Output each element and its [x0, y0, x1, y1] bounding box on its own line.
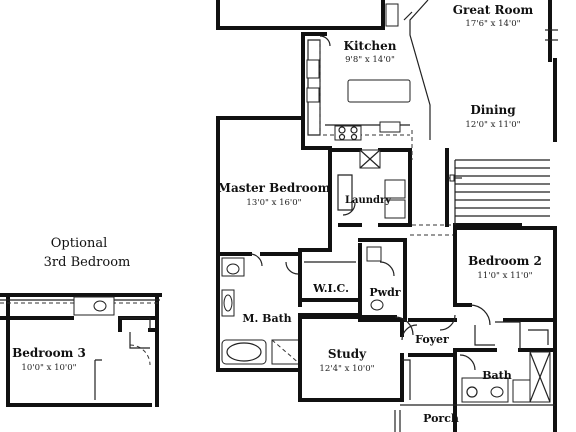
dining-dim: 12'0" x 11'0" [465, 120, 520, 130]
powder-room-area [358, 238, 407, 322]
bedroom2-area [453, 226, 557, 432]
foyer-label: Foyer [415, 333, 449, 346]
study-foyer-area [298, 314, 555, 432]
bath-label: Bath [482, 369, 512, 382]
bedroom3-dim: 10'0" x 10'0" [21, 363, 76, 373]
bedroom2-dim: 11'0" x 11'0" [477, 271, 532, 281]
kitchen-dim: 9'8" x 14'0" [345, 55, 395, 65]
optional-label-line1: Optional [51, 236, 107, 251]
bedroom3-label: Bedroom 3 [12, 346, 86, 360]
study-label: Study [328, 347, 367, 361]
great-room-dim: 17'6" x 14'0" [465, 19, 520, 29]
master-bedroom-dim: 13'0" x 16'0" [246, 198, 301, 208]
master-suite [216, 116, 455, 372]
kitchen-label: Kitchen [344, 39, 397, 53]
optional-label-line2: 3rd Bedroom [44, 255, 131, 270]
master-bath-label: M. Bath [242, 312, 291, 325]
wic-label: W.I.C. [312, 282, 349, 295]
porch-label: Porch [423, 412, 459, 425]
kitchen-area [301, 32, 411, 150]
pwdr-label: Pwdr [369, 286, 400, 299]
master-bedroom-label: Master Bedroom [218, 181, 331, 195]
stairs [445, 148, 550, 227]
dining-label: Dining [470, 103, 516, 117]
laundry-label: Laundry [345, 195, 392, 206]
great-room-label: Great Room [453, 3, 534, 17]
optional-bedroom-plan: Optional 3rd Bedroom [0, 236, 162, 407]
study-dim: 12'4" x 10'0" [319, 364, 374, 374]
great-room-area [216, 0, 558, 142]
bedroom2-label: Bedroom 2 [468, 254, 542, 268]
